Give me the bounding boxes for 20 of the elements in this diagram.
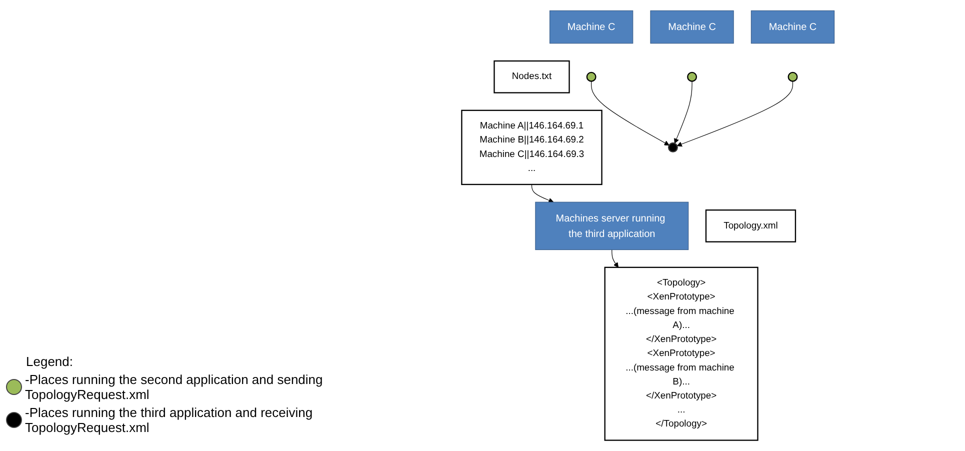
node-circle [787, 72, 798, 82]
arrow [676, 81, 793, 147]
arrow [530, 184, 554, 203]
legend-heading: Legend: [26, 354, 74, 369]
node-box: Machine A||146.164.69.1 Machine B||146.164.69.2 Machine C||146.164.69.3 ... [460, 110, 602, 186]
node-circle [667, 142, 678, 152]
arrow [590, 81, 669, 146]
node-circle [586, 72, 596, 82]
arrow [611, 249, 618, 268]
legend-text: -Places running the third application and receiving TopologyRequest.xml [25, 405, 314, 435]
node-box: Machines server running the third application [534, 202, 688, 250]
node-box: Topology.xml [704, 209, 796, 242]
node-box: Nodes.txt [493, 60, 570, 94]
node-box: Machine C [750, 10, 834, 44]
arrow [674, 81, 692, 144]
node-box: <Topology> <XenPrototype> ...(message from machine A)... </XenPrototype> <XenPrototype> ...(message from machine B)... </XenPrototype> ... </Topology> [604, 266, 758, 441]
node-box: Machine C [549, 10, 633, 44]
legend-text: -Places running the second application and sending TopologyRequest.xml [25, 372, 324, 402]
node-box: Machine C [650, 10, 734, 44]
node-circle [686, 72, 697, 82]
